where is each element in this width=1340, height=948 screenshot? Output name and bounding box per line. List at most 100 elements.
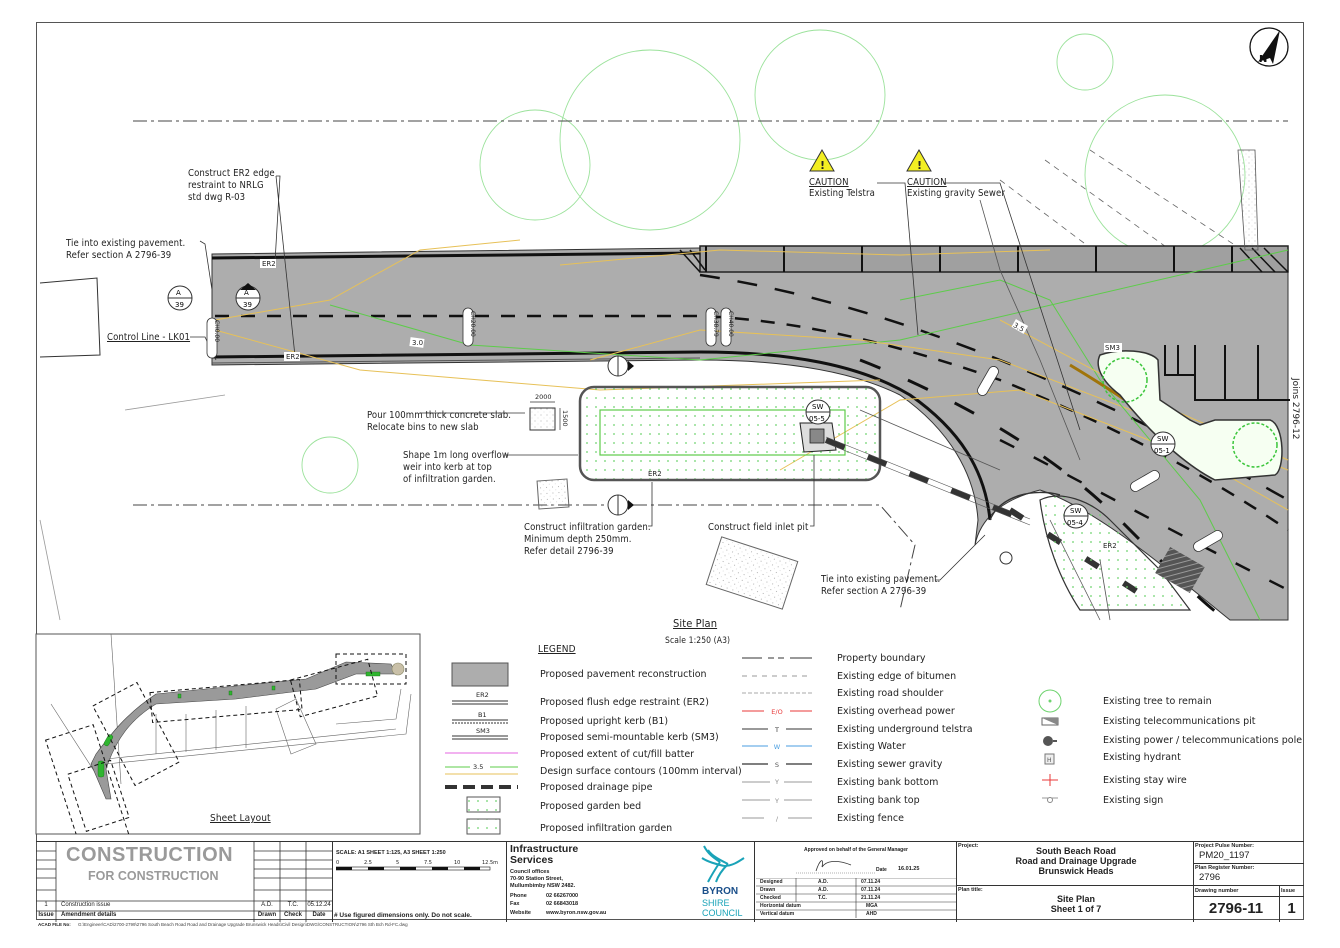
project-line2: Road and Drainage Upgrade [1015,856,1137,866]
signoff-role: Designed [760,879,783,885]
chainage-marker [977,366,999,396]
svg-text:CH0.00: CH0.00 [213,320,220,342]
sheet-layout-title: Sheet Layout [210,813,271,824]
infiltration-garden [578,385,882,482]
caution-sewer-text: Existing gravity Sewer [907,188,1005,199]
tree-icon [1056,33,1114,91]
legend-label: Existing fence [837,813,904,824]
legend-title: LEGEND [538,644,576,655]
chainage-marker [206,317,218,359]
pit-marker-sw05-1: SW 05-1 [1150,431,1176,457]
caution-icon: ! [809,148,835,172]
legend-label: Proposed drainage pipe [540,782,653,793]
svg-text:0: 0 [336,860,339,866]
svg-text:CH20.00: CH20.00 [469,311,476,337]
svg-text:05-4: 05-4 [1067,519,1083,527]
svg-text:10: 10 [454,860,460,866]
svg-text:2000: 2000 [535,393,552,401]
section-marker-b [607,355,634,377]
acad-file-label: ACAD FILE No: [38,922,71,927]
svg-text:3.5: 3.5 [473,763,483,771]
note-tie-into-right: Tie into existing pavement. Refer sectio… [821,574,941,597]
amend-issue: 1 [44,902,48,908]
legend-swatch-pavement [451,662,509,687]
fax-label: Fax [510,901,520,907]
scale-note: # Use figured dimensions only. Do not sc… [334,912,472,919]
legend-label: Existing stay wire [1103,775,1187,786]
office-label: Council offices [510,869,550,875]
note-pour-slab: Pour 100mm thick concrete slab. Relocate… [367,410,512,433]
svg-text:/: / [776,815,779,823]
project-label: Project: [958,843,979,849]
sheet-layout-map [44,634,412,834]
vertical-datum-label: Vertical datum [760,911,795,917]
svg-text:SW: SW [1157,435,1168,443]
plan-title-label: Plan title: [958,887,983,893]
amend-header-date: Date [312,912,326,918]
register-label: Plan Register Number: [1195,865,1255,871]
sign-icon [1042,797,1058,803]
tree-icon [301,436,359,494]
pole-icon [1043,736,1057,746]
tree-icon [1084,94,1246,256]
signoff-name: A.D. [818,887,828,893]
svg-text:CH38.79: CH38.79 [712,311,719,337]
legend-label: Proposed garden bed [540,801,642,812]
signoff-role: Checked [760,895,781,901]
chainage-marker [462,307,474,347]
pulse-label: Project Pulse Number: [1195,843,1254,849]
register-number: 2796 [1199,872,1221,883]
legend-swatch-infiltration [466,818,501,835]
svg-text:E/O: E/O [771,708,782,716]
svg-text:!: ! [820,159,825,172]
approval-text: Approved on behalf of the General Manage… [804,847,908,853]
svg-text:ER2: ER2 [262,260,276,268]
approval-block: Approved on behalf of the General Manage… [756,842,957,922]
project-line3: Brunswick Heads [1038,866,1114,876]
svg-text:H: H [1047,757,1052,764]
amend-header-check: Check [283,912,302,918]
sheet-border [36,22,1304,920]
legend-swatches-col3: H [1038,689,1062,803]
signoff-date: 07.11.24 [861,887,881,893]
svg-text:2.5: 2.5 [364,860,372,866]
amend-header-issue: Issue [38,912,54,918]
scale-bar: 0 2.5 5 7.5 10 12.5m [336,860,498,871]
vertical-datum: AHD [866,911,877,917]
approval-date-label: Date [876,867,887,873]
legend-label: Existing tree to remain [1103,696,1212,707]
website-link[interactable]: www.byron.nsw.gov.au [546,910,607,916]
legend-label: Existing underground telstra [837,724,973,735]
plan-title-line1: Site Plan [1056,894,1095,904]
legend-label: Proposed upright kerb (B1) [540,716,669,727]
svg-text:Y: Y [774,778,779,786]
construction-stamp-sub: FOR CONSTRUCTION [88,869,219,883]
svg-text:1500: 1500 [561,410,569,427]
acad-file-path: G:\Engineer\CAD\2700-2799\2796 South Bea… [78,922,408,927]
svg-text:W: W [774,743,781,751]
website-label: Website [510,910,531,916]
legend-label: Proposed extent of cut/fill batter [540,749,695,760]
legend-label: Existing Water [837,741,906,752]
plan-title-line2: Sheet 1 of 7 [1050,904,1102,914]
signoff-name: T.C. [818,895,827,901]
svg-text:B1: B1 [478,711,487,719]
drawing-number-label: Drawing number [1195,888,1239,894]
property-boundary-bottom [133,504,916,611]
tree-icon [754,29,886,161]
amend-header-details: Amendment details [61,912,117,918]
chainage-marker [1193,530,1223,552]
tree-icon [1038,689,1062,713]
note-construct-infiltration: Construct infiltration garden. Minimum d… [524,522,651,557]
dept-line2: Services [510,854,554,866]
svg-text:39: 39 [175,301,184,309]
joins-label: Joins 2796-12 [1290,377,1300,440]
fax-value: 02 66843018 [546,901,579,907]
svg-text:A: A [244,289,249,297]
issue-label: Issue [1281,888,1296,894]
legend-label: Existing sign [1103,795,1164,806]
project-block: Project: South Beach Road Road and Drain… [956,842,1194,922]
caution-telstra-title: CAUTION [809,177,849,188]
drawing-number: 2796-11 [1208,900,1264,917]
issue-number: 1 [1287,900,1296,917]
